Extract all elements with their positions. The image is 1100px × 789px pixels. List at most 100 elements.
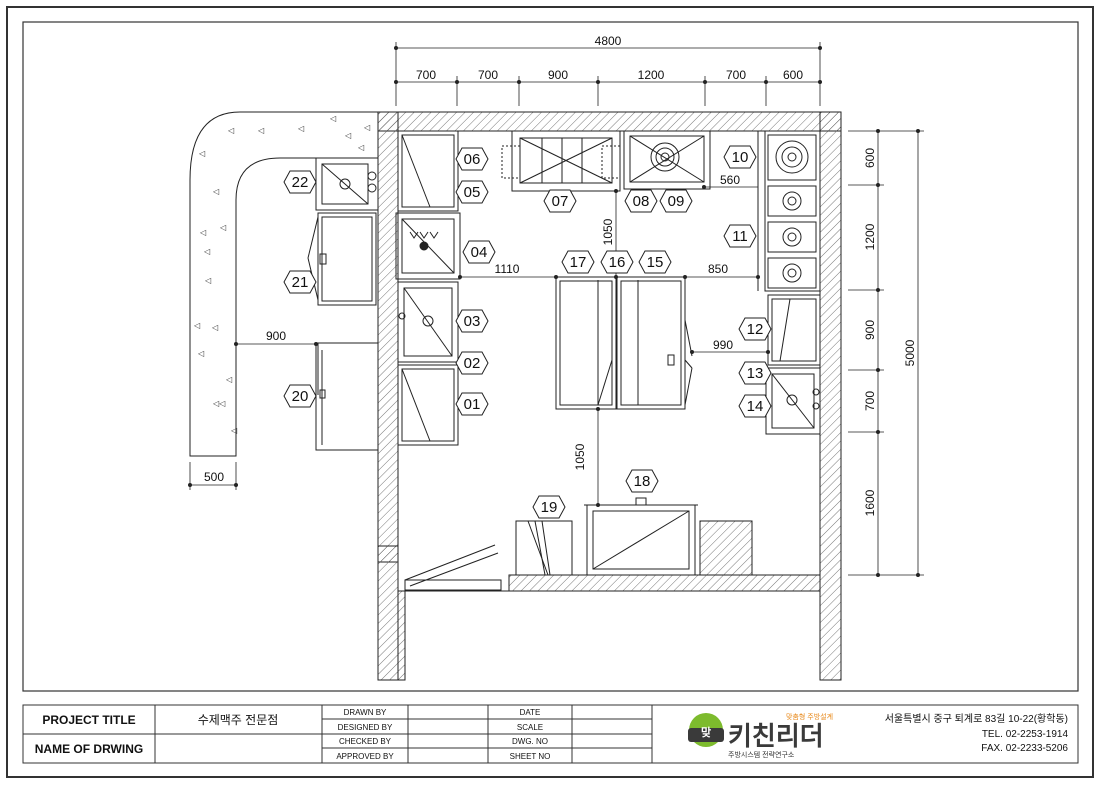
svg-text:◁◁: ◁◁	[213, 399, 226, 408]
company-logo: 맞 키친리더 맞춤형 주방설계 주방시스템 전략연구소	[688, 712, 833, 759]
svg-text:◁: ◁	[212, 323, 219, 332]
dim-top-seg-4: 1200	[638, 68, 665, 82]
equipment-20-fridge	[315, 342, 379, 451]
tag-hexagon	[455, 392, 489, 416]
equipment-tag-19: 19	[532, 495, 566, 519]
drawing-border	[22, 21, 1079, 692]
tag-label: 05	[464, 184, 481, 201]
dim-right-seg-3: 900	[863, 320, 877, 340]
dim-top-seg-6: 600	[783, 68, 803, 82]
dimension-lines	[189, 42, 924, 576]
equipment-tag-11: 11	[723, 224, 757, 248]
tag-label: 21	[292, 274, 309, 291]
svg-text:◁: ◁	[364, 123, 371, 132]
equipment-tag-01: 01	[455, 392, 489, 416]
tag-label: 08	[633, 193, 650, 210]
equipment-tag-09: 09	[659, 189, 693, 213]
svg-text:◁: ◁	[298, 124, 305, 133]
equipment-18	[584, 497, 698, 576]
equipment-06	[397, 130, 459, 212]
equipment-tag-06: 06	[455, 147, 489, 171]
equipment-tag-18: 18	[625, 469, 659, 493]
tag-label: 01	[464, 396, 481, 413]
dim-850: 850	[708, 262, 728, 276]
tag-hexagon	[738, 394, 772, 418]
tag-label: 18	[634, 473, 651, 490]
equipment-tag-22: 22	[283, 170, 317, 194]
tag-label: 11	[732, 228, 748, 245]
designed-by-label: DESIGNED BY	[338, 723, 393, 732]
svg-text:◁: ◁	[205, 276, 212, 285]
equipment-tag-21: 21	[283, 270, 317, 294]
equipment-tag-07: 07	[543, 189, 577, 213]
date-label: DATE	[520, 708, 541, 717]
svg-text:◁: ◁	[194, 321, 201, 330]
equipment-13-14-sink	[765, 367, 821, 435]
approved-by-label: APPROVED BY	[336, 752, 394, 761]
tag-hexagon	[532, 495, 566, 519]
tag-hexagon	[738, 317, 772, 341]
equipment-tag-14: 14	[738, 394, 772, 418]
equipment-tag-12: 12	[738, 317, 772, 341]
tag-hexagon	[543, 189, 577, 213]
equipment-08-09	[623, 130, 711, 190]
tag-label: 13	[747, 365, 764, 382]
svg-text:◁: ◁	[226, 375, 233, 384]
svg-text:◁: ◁	[204, 247, 211, 256]
tag-hexagon	[283, 270, 317, 294]
tag-label: 12	[747, 321, 764, 338]
project-title-label: PROJECT TITLE	[42, 713, 135, 727]
tag-label: 17	[570, 254, 587, 271]
tag-hexagon	[561, 250, 595, 274]
dim-560: 560	[720, 173, 740, 187]
tag-hexagon	[624, 189, 658, 213]
dim-top-total: 4800	[595, 34, 622, 48]
tag-label: 09	[668, 193, 685, 210]
company-address: 서울특별시 중구 퇴계로 83길 10-22(황학동)	[885, 712, 1068, 725]
tag-label: 07	[552, 193, 569, 210]
equipment-tag-10: 10	[723, 145, 757, 169]
tag-label: 16	[609, 254, 626, 271]
svg-text:◁: ◁	[358, 143, 365, 152]
dim-right-seg-1: 600	[863, 148, 877, 168]
tag-hexagon	[455, 180, 489, 204]
svg-text:◁: ◁	[258, 126, 265, 135]
tag-label: 02	[464, 355, 481, 372]
tag-hexagon	[600, 250, 634, 274]
equipment-tag-15: 15	[638, 250, 672, 274]
dim-1050-bottom: 1050	[573, 443, 587, 470]
tag-hexagon	[455, 309, 489, 333]
svg-text:◁: ◁	[200, 228, 207, 237]
equipment-tag-05: 05	[455, 180, 489, 204]
dim-990: 990	[713, 338, 733, 352]
scale-label: SCALE	[517, 723, 543, 732]
tag-hexagon	[638, 250, 672, 274]
walls	[377, 111, 842, 681]
dim-left-depth: 900	[266, 329, 286, 343]
tag-hexagon	[283, 384, 317, 408]
dwg-no-label: DWG. NO	[512, 737, 548, 746]
equipment-tag-04: 04	[462, 240, 496, 264]
equipment-19	[515, 520, 573, 576]
dim-1110: 1110	[495, 262, 520, 276]
tag-hexagon	[283, 170, 317, 194]
dim-1050-top: 1050	[601, 218, 615, 245]
company-tel: TEL. 02-2253-1914	[982, 729, 1069, 740]
dim-top-seg-1: 700	[416, 68, 436, 82]
checked-by-label: CHECKED BY	[339, 737, 392, 746]
sheet-no-label: SHEET NO	[510, 752, 551, 761]
dim-right-seg-5: 1600	[863, 489, 877, 516]
svg-text:◁: ◁	[228, 126, 235, 135]
drawing-name-label: NAME OF DRWING	[35, 742, 143, 756]
equipment-tag-03: 03	[455, 309, 489, 333]
equipment-tag-13: 13	[738, 361, 772, 385]
equipment-tag-16: 16	[600, 250, 634, 274]
tag-label: 19	[541, 499, 558, 516]
dim-left-bottom: 500	[204, 470, 224, 484]
dimension-ticks	[188, 46, 920, 577]
tag-hexagon	[738, 361, 772, 385]
equipment-tag-17: 17	[561, 250, 595, 274]
